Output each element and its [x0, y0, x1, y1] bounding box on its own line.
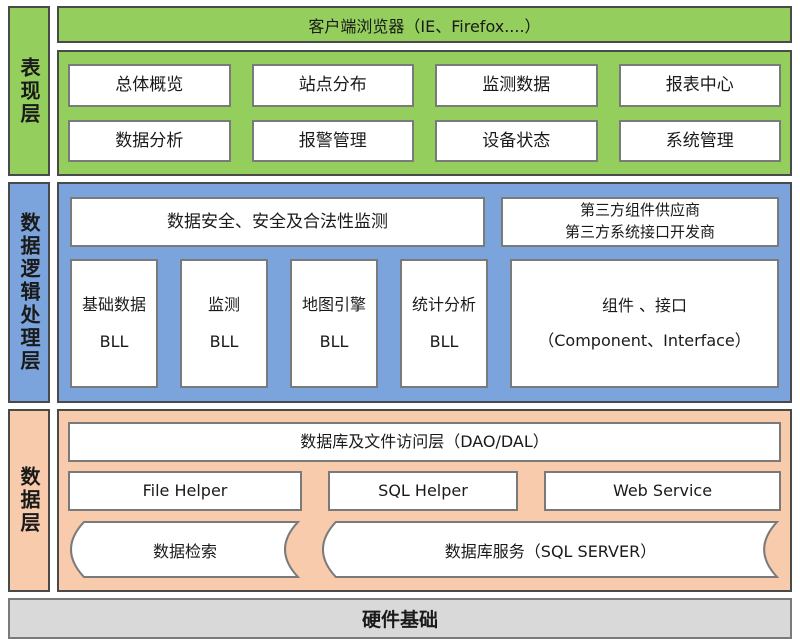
bll-box-map-engine: 地图引擎 BLL — [290, 259, 378, 388]
logic-bll-row: 基础数据 BLL 监测 BLL 地图引擎 BLL 统计分析 BLL 组件 、接口 — [70, 259, 779, 388]
data-layer-section: 数据层 数据库及文件访问层（DAO/DAL） File Helper SQL H… — [8, 409, 792, 592]
module-box-report-center: 报表中心 — [618, 64, 781, 107]
helper-row: File Helper SQL Helper Web Service — [68, 471, 781, 511]
data-store-row: 数据检索 数据库服务（SQL SERVER） — [68, 520, 781, 579]
dao-dal-bar: 数据库及文件访问层（DAO/DAL） — [68, 422, 781, 462]
component-line1: 组件 、接口 — [601, 295, 688, 315]
presentation-layer-section: 表现层 客户端浏览器（IE、Firefox....） 总体概览 站点分布 监测数… — [8, 6, 792, 176]
web-service-box: Web Service — [544, 471, 781, 511]
module-box-alarm-management: 报警管理 — [251, 119, 414, 162]
module-box-system-management: 系统管理 — [618, 119, 781, 162]
bll-name: 监测 — [207, 294, 240, 314]
bll-name: 统计分析 — [411, 294, 476, 314]
sql-helper-box: SQL Helper — [328, 471, 518, 511]
presentation-layer-main: 客户端浏览器（IE、Firefox....） 总体概览 站点分布 监测数据 报表… — [57, 6, 792, 176]
bll-sub: BLL — [319, 331, 349, 351]
hardware-base-bar: 硬件基础 — [8, 598, 792, 639]
bll-name: 基础数据 — [81, 294, 146, 314]
client-browser-label: 客户端浏览器（IE、Firefox....） — [308, 16, 541, 36]
logic-layer-label: 数据逻辑处理层 — [17, 212, 41, 373]
logic-layer-sidebar: 数据逻辑处理层 — [8, 182, 50, 403]
presentation-modules-panel: 总体概览 站点分布 监测数据 报表中心 数据分析 报警管理 设备状态 系统管理 — [57, 50, 792, 176]
bll-name: 地图引擎 — [301, 294, 366, 314]
logic-layer-panel: 数据安全、安全及合法性监测 第三方组件供应商 第三方系统接口开发商 基础数据 B… — [57, 182, 792, 403]
presentation-layer-sidebar: 表现层 — [8, 6, 50, 176]
client-browser-bar: 客户端浏览器（IE、Firefox....） — [57, 6, 792, 43]
bll-box-basic-data: 基础数据 BLL — [70, 259, 158, 388]
component-line2: （Component、Interface） — [538, 330, 751, 350]
module-box-data-analysis: 数据分析 — [68, 119, 231, 162]
data-store-retrieval: 数据检索 — [68, 520, 302, 579]
bll-box-statistics: 统计分析 BLL — [400, 259, 488, 388]
logic-top-row: 数据安全、安全及合法性监测 第三方组件供应商 第三方系统接口开发商 — [70, 197, 779, 247]
module-box-overview: 总体概览 — [68, 64, 231, 107]
bll-sub: BLL — [209, 331, 239, 351]
data-layer-panel: 数据库及文件访问层（DAO/DAL） File Helper SQL Helpe… — [57, 409, 792, 592]
component-interface-box: 组件 、接口 （Component、Interface） — [510, 259, 779, 388]
module-box-monitor-data: 监测数据 — [435, 64, 598, 107]
stored-data-shape-icon — [70, 520, 301, 579]
data-store-retrieval-label: 数据检索 — [152, 541, 217, 561]
third-party-line1: 第三方组件供应商 — [579, 201, 700, 220]
data-store-sql-server: 数据库服务（SQL SERVER） — [320, 520, 781, 579]
data-security-box: 数据安全、安全及合法性监测 — [70, 197, 485, 247]
presentation-layer-label: 表现层 — [17, 56, 41, 126]
data-layer-sidebar: 数据层 — [8, 409, 50, 592]
bll-sub: BLL — [429, 331, 459, 351]
bll-box-monitoring: 监测 BLL — [180, 259, 268, 388]
data-layer-label: 数据层 — [17, 466, 41, 535]
data-store-sql-server-label: 数据库服务（SQL SERVER） — [444, 541, 657, 561]
module-box-device-status: 设备状态 — [435, 119, 598, 162]
module-box-site-distribution: 站点分布 — [251, 64, 414, 107]
bll-sub: BLL — [99, 331, 129, 351]
logic-layer-section: 数据逻辑处理层 数据安全、安全及合法性监测 第三方组件供应商 第三方系统接口开发… — [8, 182, 792, 403]
third-party-box: 第三方组件供应商 第三方系统接口开发商 — [501, 197, 779, 247]
stored-data-shape-icon — [322, 520, 780, 579]
third-party-line2: 第三方系统接口开发商 — [564, 223, 715, 241]
hardware-base-label: 硬件基础 — [361, 609, 438, 631]
file-helper-box: File Helper — [68, 471, 302, 511]
